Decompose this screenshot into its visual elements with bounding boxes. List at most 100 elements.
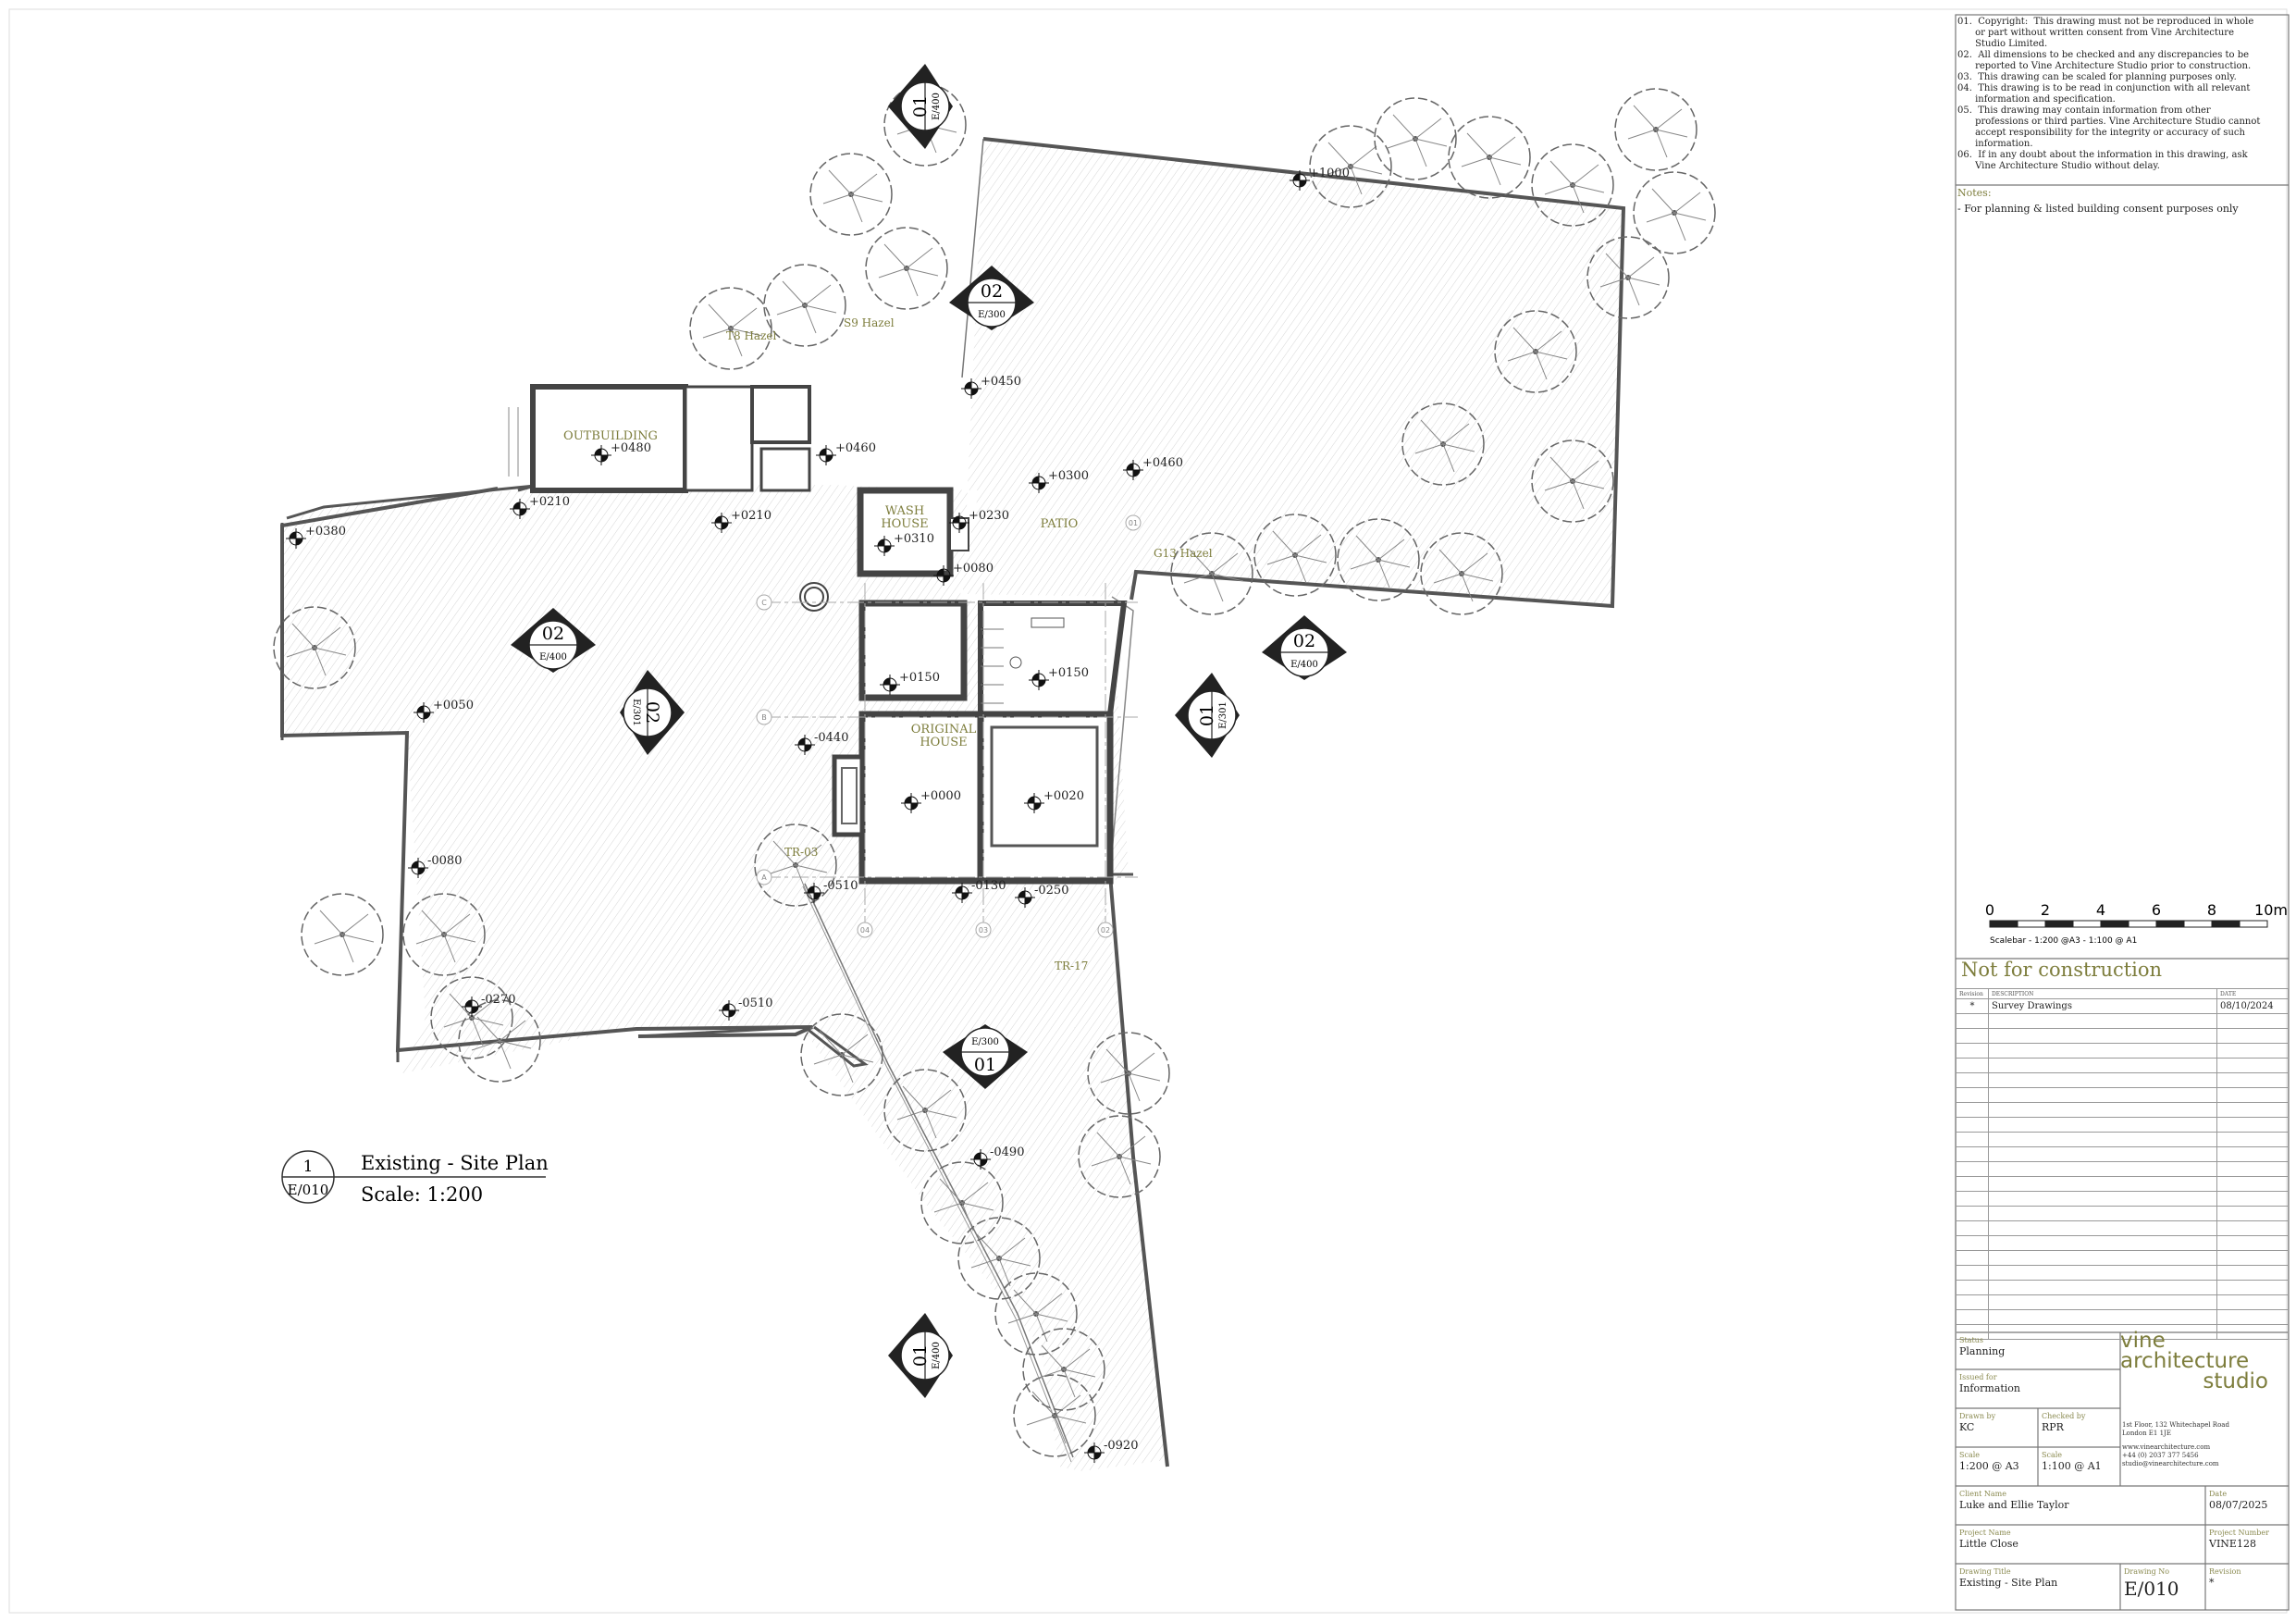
tree-label-t8: T8 Hazel — [726, 329, 776, 342]
revision-cell-rev — [1956, 1058, 1989, 1073]
spot-level-value: -0510 — [738, 997, 772, 1010]
revision-cell-date — [2216, 1028, 2289, 1044]
revision-cell-rev — [1956, 1309, 1989, 1325]
spot-level: +0050 — [414, 699, 474, 723]
scalebar-tick: 6 — [2152, 901, 2161, 919]
spot-level-value: +0300 — [1048, 469, 1089, 483]
grid-bubble-a: A — [761, 873, 767, 882]
spot-level: +0150 — [1029, 666, 1089, 690]
revision-cell-rev — [1956, 1161, 1989, 1177]
spot-level: -0130 — [952, 879, 1006, 903]
spot-level: +0150 — [880, 671, 940, 695]
sheet-title: Existing - Site Plan — [361, 1152, 549, 1174]
legal-note-line: information. — [1957, 139, 2033, 149]
section-number: 01 — [910, 95, 931, 118]
revision-row — [1956, 1206, 2289, 1221]
section-sheet-ref: E/301 — [631, 699, 641, 726]
scalebar-tick: 4 — [2096, 901, 2105, 919]
revision-row — [1956, 1028, 2289, 1044]
spot-level-value: +0150 — [1048, 666, 1089, 680]
address-line-1: 1st Floor, 132 Whitechapel Road — [2122, 1421, 2229, 1429]
section-marker-s02_mid: 02E/300 — [949, 266, 1034, 330]
revision-row — [1956, 1176, 2289, 1192]
revision-cell-desc — [1988, 1087, 2217, 1103]
spot-level: -0270 — [462, 993, 515, 1017]
spot-level-value: +0460 — [1142, 456, 1183, 470]
revision-cell-desc — [1988, 1191, 2217, 1207]
revision-cell-date — [2216, 1265, 2289, 1281]
section-marker-s02_right: 02E/400 — [1262, 615, 1347, 680]
revision-row — [1956, 1117, 2289, 1133]
revision-cell-rev — [1956, 1146, 1989, 1162]
scalebar-tick: 0 — [1985, 901, 1994, 919]
grid-bubble-c: C — [761, 599, 767, 607]
spot-level: +0210 — [510, 495, 570, 519]
section-sheet-ref: E/400 — [932, 1342, 942, 1369]
scalebar-segment — [2183, 920, 2213, 928]
title-block-frame — [1955, 14, 2290, 1611]
revision-cell-rev — [1956, 1220, 1989, 1236]
legal-note-line: Studio Limited. — [1957, 39, 2048, 49]
spot-levels: +1000+0450+0460+0480+0460+0300+0210+0210… — [286, 167, 1350, 1463]
spot-level: -0490 — [970, 1145, 1024, 1170]
spot-level-value: -0920 — [1104, 1439, 1138, 1453]
revision-cell-date — [2216, 1072, 2289, 1088]
spot-level: -0510 — [804, 879, 858, 903]
revision-row — [1956, 1043, 2289, 1059]
section-sheet-ref: E/300 — [971, 1037, 999, 1047]
revision-cell-date — [2216, 1161, 2289, 1177]
spot-level: +0480 — [591, 441, 651, 465]
spot-level: +0380 — [286, 525, 346, 549]
section-number: 02 — [642, 701, 662, 724]
company-logo: vine architecture studio — [2120, 1331, 2268, 1393]
spot-level-value: +0380 — [305, 525, 346, 539]
spot-level: +0310 — [874, 532, 934, 556]
revision-cell-rev — [1956, 1294, 1989, 1310]
room-label-original: ORIGINAL — [911, 723, 977, 737]
scalebar-tick: 8 — [2207, 901, 2216, 919]
revision-row — [1956, 1013, 2289, 1029]
revision-cell-date — [2216, 1176, 2289, 1192]
spot-level-value: +0000 — [920, 789, 961, 803]
revision-cell-date — [2216, 1043, 2289, 1059]
revision-cell-rev: * — [1956, 998, 1989, 1014]
scalebar-tick: 2 — [2041, 901, 2050, 919]
tree-label-s9: S9 Hazel — [844, 316, 895, 329]
spot-level: -0440 — [795, 731, 848, 755]
spot-level-value: -0440 — [814, 731, 848, 745]
grid-bubble-03: 03 — [979, 926, 988, 935]
scalebar-segment — [2155, 920, 2185, 928]
revision-row — [1956, 1146, 2289, 1162]
scalebar-segment — [2211, 920, 2240, 928]
revision-cell-desc — [1988, 1309, 2217, 1325]
legal-note-line: 02. All dimensions to be checked and any… — [1957, 50, 2250, 60]
spot-level-value: +0450 — [981, 375, 1021, 389]
revision-cell-date — [2216, 1191, 2289, 1207]
spot-level-value: +0230 — [969, 509, 1009, 523]
spot-level: +0020 — [1024, 789, 1084, 813]
spot-level-value: -0510 — [823, 879, 858, 893]
revision-cell-rev — [1956, 1280, 1989, 1295]
section-sheet-ref: E/400 — [539, 652, 567, 662]
revision-row — [1956, 1294, 2289, 1310]
spot-level-value: +0050 — [433, 699, 474, 712]
revision-cell-date — [2216, 1294, 2289, 1310]
logo-line-2: architecture — [2120, 1349, 2250, 1373]
spot-level: +0300 — [1029, 469, 1089, 493]
room-label-wash: WASH — [885, 504, 924, 518]
spot-level: +0450 — [961, 375, 1021, 399]
spot-level-value: +0460 — [835, 441, 876, 455]
room-label-outbuilding: OUTBUILDING — [563, 429, 658, 443]
room-label-patio: PATIO — [1041, 517, 1079, 531]
notes-heading: Notes: — [1957, 187, 1992, 199]
spot-level-value: +0150 — [899, 671, 940, 685]
revision-cell-desc — [1988, 1161, 2217, 1177]
section-number: 02 — [981, 281, 1003, 302]
revision-cell-desc — [1988, 1206, 2217, 1221]
revision-cell-date — [2216, 1250, 2289, 1266]
